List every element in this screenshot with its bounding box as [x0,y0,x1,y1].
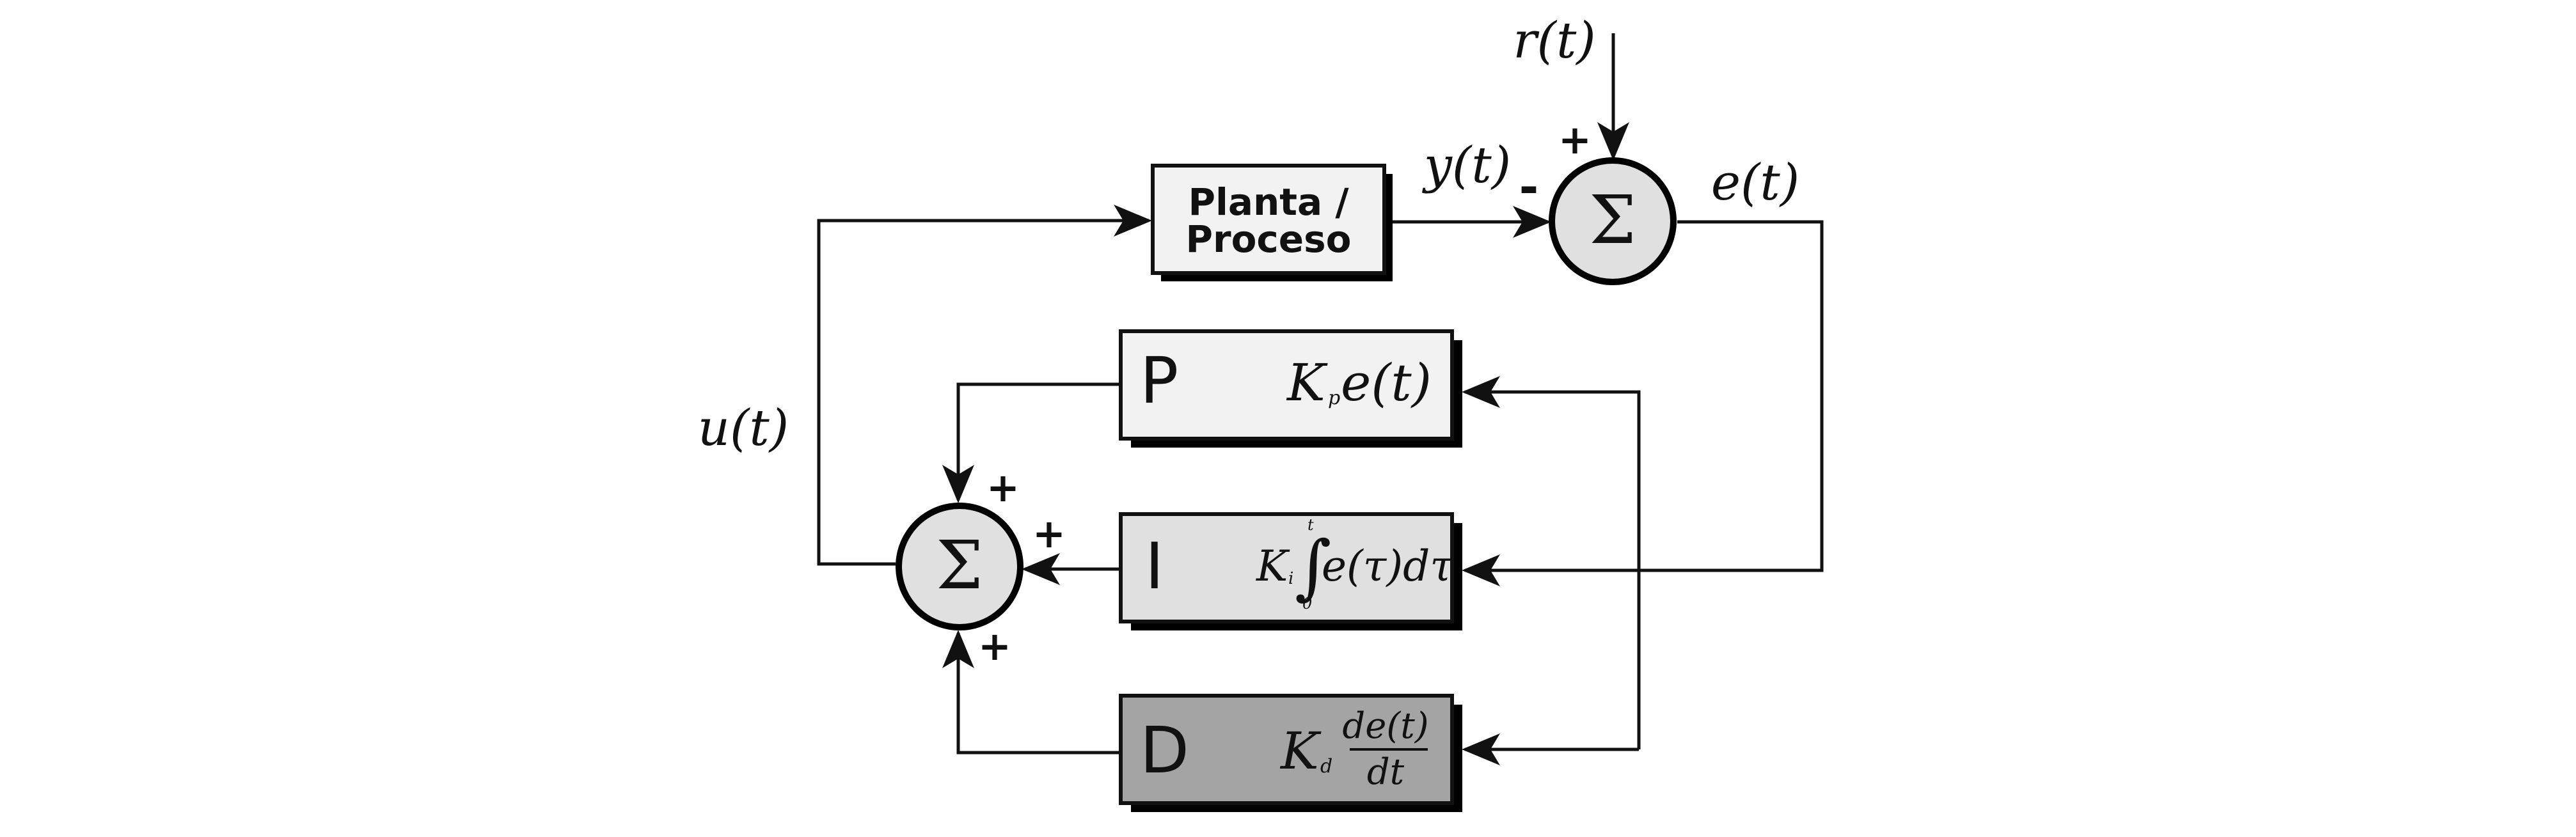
p-gain-subscript: p [1328,387,1340,409]
integral-block: I K i ∫ t 0 e(τ)dτ [1119,512,1462,630]
sum-left-circle [902,509,1017,624]
control-signal-label: u(t) [698,400,789,457]
sum-top-sigma-icon: Σ [1589,181,1636,259]
proportional-block: P K p e(t) [1119,329,1462,448]
p-term: e(t) [1341,353,1432,412]
i-gain-subscript: i [1288,569,1293,588]
i-term: e(τ)dτ [1322,542,1454,591]
d-letter: D [1140,713,1189,788]
p-output-wire [942,382,1119,503]
d-gain: K [1279,721,1322,781]
i-gain: K [1256,542,1290,591]
error-to-p-wire [1462,376,1641,749]
error-signal-wire [1462,220,1824,586]
reference-signal-label: r(t) [1513,12,1596,70]
output-signal-label: y(t) [1422,137,1511,194]
i-lower-limit: 0 [1302,595,1312,613]
d-denominator: dt [1367,751,1405,793]
i-box [1119,512,1454,623]
sum-left-i-plus-sign: + [1032,510,1066,557]
sum-left-sigma-icon: Σ [936,526,983,604]
control-signal-wire [817,205,1152,566]
controller-summing-junction: Σ + + + [896,464,1066,669]
p-box [1119,329,1454,441]
derivative-block: D K d de(t) dt [1119,694,1462,812]
sum-top-minus-sign: - [1519,160,1539,215]
i-upper-limit: t [1308,516,1314,534]
d-output-wire [942,630,1119,755]
p-letter: P [1140,343,1178,418]
plant-label-line2: Proceso [1185,217,1351,261]
sum-left-d-plus-sign: + [978,623,1011,669]
d-numerator: de(t) [1342,705,1428,747]
sum-top-circle [1555,164,1670,279]
plant-block: Planta / Proceso [1151,164,1393,281]
sum-top-plus-sign: + [1558,116,1592,163]
d-gain-subscript: d [1320,755,1332,778]
plant-label-line1: Planta / [1188,180,1349,224]
error-summing-junction: Σ + - [1519,116,1677,285]
i-letter: I [1145,529,1164,604]
plant-box [1151,164,1386,275]
sum-left-p-plus-sign: + [986,464,1020,511]
error-signal-label: e(t) [1711,154,1799,212]
integral-icon: ∫ [1295,526,1331,607]
p-gain: K [1286,353,1328,412]
